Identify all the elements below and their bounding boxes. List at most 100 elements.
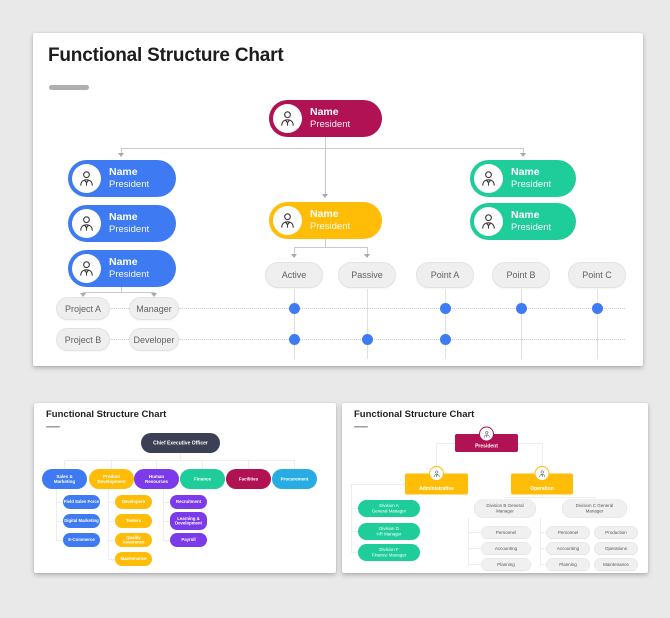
connector [351, 484, 352, 553]
arrow-down-icon [79, 293, 86, 297]
grid-dot [439, 302, 451, 314]
slide-title: Functional Structure Chart [48, 45, 284, 66]
dotted-line [179, 339, 625, 340]
person-icon [80, 261, 93, 276]
node-label: Payroll [181, 537, 196, 543]
pill-point-c: Point C [568, 262, 626, 288]
node-label: Division C General Manager [575, 503, 614, 514]
connector [121, 287, 122, 292]
pill-point-b: Point B [492, 262, 550, 288]
title-underline [49, 85, 89, 90]
person-badge [429, 466, 444, 481]
node-b-planning: Planning [481, 558, 531, 571]
node-label: Facilities [238, 476, 259, 482]
person-icon [482, 214, 495, 229]
node-label: Quality Assurance [122, 534, 145, 545]
connector [202, 460, 203, 469]
node-administrative: Administrative [405, 473, 468, 495]
connector [64, 460, 295, 461]
node-role: President [310, 119, 351, 131]
sub-digital-marketing: Digital Marketing [63, 514, 100, 528]
person-icon [539, 470, 545, 477]
pill-project-b: Project B [56, 328, 110, 351]
node-ceo: Chief Executive Officer [141, 433, 220, 453]
sub-field-sales-force: Field Sales Force [63, 495, 100, 509]
connector [468, 517, 469, 565]
connector [505, 497, 506, 500]
pill-label: Developer [133, 334, 175, 345]
node-label: Sales & Marketing [53, 473, 76, 484]
node-role: President [511, 179, 552, 191]
node-c-production: Production [594, 526, 638, 539]
node-label: Developers [121, 499, 146, 505]
connector [523, 148, 524, 154]
connector [351, 508, 358, 509]
connector [294, 247, 295, 255]
arrow-down-icon [519, 153, 526, 157]
node-label: Learning & Development [175, 515, 202, 526]
node-label: Testers [126, 518, 141, 524]
person-badge [479, 426, 494, 442]
person-avatar [273, 206, 302, 235]
pill-label: Point A [430, 270, 460, 280]
node-president: President [455, 434, 518, 452]
grid-dot [288, 333, 300, 345]
person-avatar [273, 104, 302, 133]
sub-payroll: Payroll [170, 533, 207, 547]
person-badge [534, 466, 550, 481]
grid-dot [361, 333, 373, 345]
arrow-down-icon [150, 293, 157, 297]
node-label: Product Development [97, 473, 126, 484]
connector [325, 239, 326, 247]
dept-sales-marketing: Sales & Marketing [42, 469, 87, 489]
node-label: Procurement [280, 476, 309, 482]
connector [163, 502, 170, 503]
person-avatar [474, 207, 503, 236]
node-role: President [109, 224, 150, 236]
slide-title: Functional Structure Chart [46, 409, 167, 420]
node-division-c: Division C General Manager [562, 499, 627, 518]
connector [83, 292, 154, 293]
node-label: Chief Executive Officer [153, 440, 208, 446]
slide-thumbnail-ceo-chart[interactable]: Functional Structure Chart Chief Executi… [34, 403, 336, 573]
node-name: Name [310, 208, 339, 220]
node-label: Planning [559, 561, 577, 567]
grid-dot [515, 302, 527, 314]
connector [468, 548, 481, 549]
node-name: Name [109, 166, 138, 178]
node-label: Accounting [494, 545, 518, 551]
grid-column-line [445, 289, 446, 359]
node-label: Human Resources [144, 473, 169, 484]
node-label: President [475, 443, 498, 450]
pill-manager: Manager [129, 297, 179, 320]
arrow-down-icon [321, 194, 328, 198]
node-name: Name [511, 166, 540, 178]
node-role: President [109, 179, 150, 191]
connector [108, 521, 115, 522]
slide-thumbnail-president-chart[interactable]: Functional Structure Chart President Adm… [342, 403, 648, 573]
node-division-d: Division D HR Manager [358, 523, 420, 540]
connector [518, 443, 542, 444]
sub-e-commerce: E-Commerce [63, 533, 100, 547]
pill-point-a: Point A [416, 262, 474, 288]
node-label: Operation [530, 486, 554, 492]
connector [180, 453, 181, 460]
connector [108, 540, 115, 541]
pill-label: Passive [351, 270, 383, 280]
arrow-down-icon [117, 153, 124, 157]
person-avatar [72, 164, 101, 193]
connector [163, 521, 170, 522]
person-avatar [474, 164, 503, 193]
grid-dot [288, 302, 300, 314]
dept-human-resources: Human Resources [134, 469, 179, 489]
pill-label: Active [281, 270, 307, 280]
grid-column-line [367, 289, 368, 359]
connector [351, 531, 358, 532]
grid-dot [439, 333, 451, 345]
person-icon [80, 216, 93, 231]
